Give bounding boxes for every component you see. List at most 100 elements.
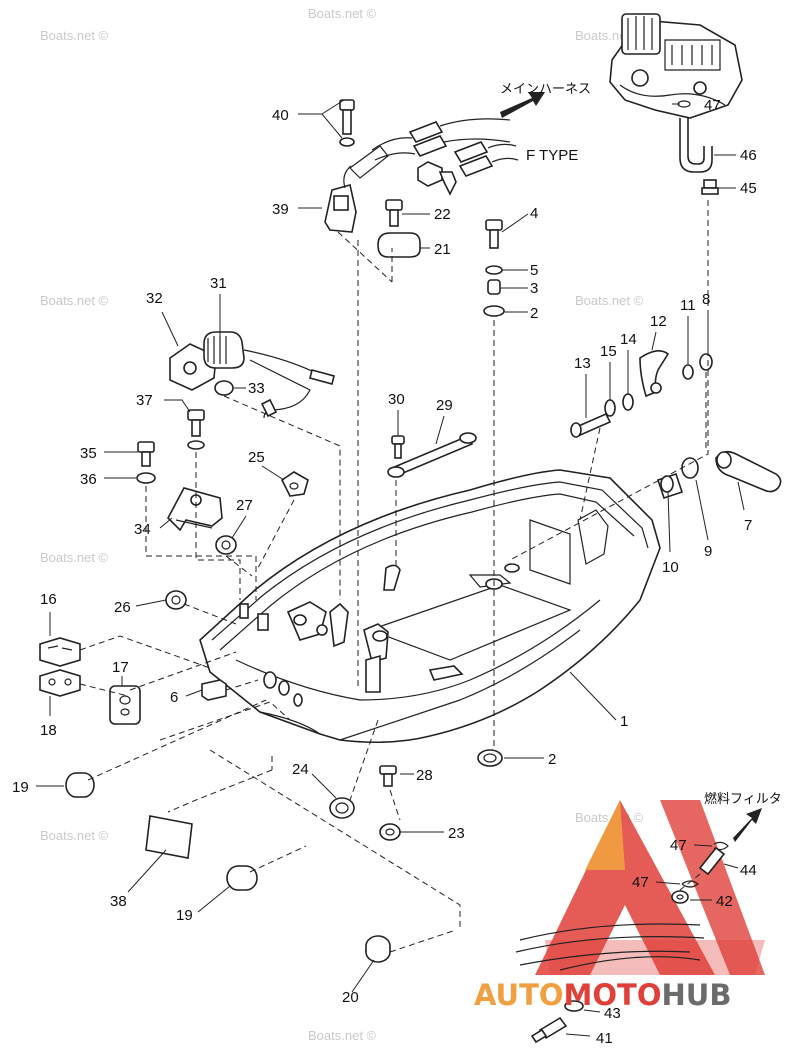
- callout-4: 4: [530, 205, 538, 222]
- arrow-main-harness: [500, 92, 545, 118]
- washer-9: [681, 457, 699, 479]
- callout-35: 35: [80, 445, 97, 462]
- washer-5: [485, 265, 503, 275]
- callout-33: 33: [248, 380, 265, 397]
- fitting-41: [530, 1016, 568, 1044]
- callout-14: 14: [620, 331, 637, 348]
- callout-29: 29: [436, 397, 453, 414]
- switch-31: [203, 331, 335, 419]
- callout-15: 15: [600, 343, 617, 360]
- callout-16: 16: [40, 591, 57, 608]
- bracket-34: [167, 487, 223, 532]
- callout-17: 17: [112, 659, 129, 676]
- callout-19-b: 19: [176, 907, 193, 924]
- screw-13: [570, 412, 612, 438]
- washer-36: [136, 472, 156, 484]
- seal-16: [39, 637, 81, 667]
- plug-19-a: [65, 772, 95, 798]
- brand-part-hub: HUB: [662, 978, 732, 1012]
- callout-26: 26: [114, 599, 131, 616]
- bolt-22: [385, 199, 403, 227]
- plate-17: [109, 685, 141, 725]
- callout-23: 23: [448, 825, 465, 842]
- grommet-2-upper: [483, 305, 505, 317]
- dashed-lines: [79, 200, 709, 953]
- washer-15: [604, 399, 616, 417]
- collar-10: [656, 472, 684, 500]
- watermark: Boats.net ©: [308, 1028, 377, 1043]
- callout-19-a: 19: [12, 779, 29, 796]
- collar-3: [487, 279, 501, 295]
- lever-7: [715, 450, 782, 493]
- watermark: Boats.net ©: [40, 550, 109, 565]
- watermark: Boats.net ©: [40, 293, 109, 308]
- callout-6: 6: [170, 689, 178, 706]
- callout-43: 43: [604, 1005, 621, 1022]
- grommet-27: [215, 535, 237, 555]
- joint-44: [698, 846, 726, 876]
- callout-34: 34: [134, 521, 151, 538]
- leader-lines: [36, 99, 745, 1037]
- grommet-26: [165, 590, 187, 610]
- link-29: [387, 432, 477, 478]
- callout-24: 24: [292, 761, 309, 778]
- callout-2-upper: 2: [530, 305, 538, 322]
- automotohub-logo-text: AUTOMOTOHUB: [474, 978, 731, 1012]
- block-6: [201, 679, 227, 701]
- callout-27: 27: [236, 497, 253, 514]
- label-38: [145, 815, 193, 859]
- callout-40: 40: [272, 107, 289, 124]
- washer-14: [622, 393, 634, 411]
- grommet-33: [214, 380, 234, 396]
- grommet-24: [329, 797, 355, 819]
- callout-11: 11: [680, 297, 696, 314]
- callout-38: 38: [110, 893, 127, 910]
- lower-cowling-1: [199, 469, 661, 744]
- bolt-40: [339, 99, 355, 147]
- callout-8: 8: [702, 291, 710, 308]
- cowling-edge-detail: [515, 923, 705, 971]
- lever-12: [639, 350, 670, 398]
- callout-12: 12: [650, 313, 667, 330]
- fuel-hose-46: [679, 118, 713, 173]
- callout-2-lower: 2: [548, 751, 556, 768]
- brand-part-auto: AUTO: [474, 978, 564, 1012]
- callout-45: 45: [740, 180, 757, 197]
- callout-32: 32: [146, 290, 163, 307]
- grommet-23: [379, 823, 401, 841]
- bushing-8: [699, 353, 713, 371]
- callout-22: 22: [434, 206, 451, 223]
- watermark: Boats.net ©: [308, 6, 377, 21]
- engine-unit: [609, 13, 743, 119]
- callout-39: 39: [272, 201, 289, 218]
- plug-20: [365, 935, 391, 963]
- brand-part-moto: MOTO: [564, 978, 662, 1012]
- callout-5: 5: [530, 262, 538, 279]
- washer-43: [564, 1000, 584, 1012]
- plug-19-b: [226, 865, 258, 891]
- callout-47-c: 47: [632, 874, 649, 891]
- fitting-45: [701, 179, 719, 195]
- callout-31: 31: [210, 275, 227, 292]
- callout-13: 13: [574, 355, 591, 372]
- bolt-35: [137, 441, 155, 467]
- callout-25: 25: [248, 449, 265, 466]
- watermark: Boats.net ©: [40, 28, 109, 43]
- f-type-note: F TYPE: [526, 147, 578, 164]
- bolt-4: [485, 219, 503, 249]
- clamp-25: [280, 471, 309, 497]
- callout-28: 28: [416, 767, 433, 784]
- callout-labels: 40 47 46 45 39 22 21 4 5 3 2 31 32 33 13…: [12, 97, 757, 1047]
- callout-46: 46: [740, 147, 757, 164]
- bolt-37: [187, 409, 205, 450]
- callout-20: 20: [342, 989, 359, 1006]
- bracket-39: [324, 165, 357, 233]
- callout-36: 36: [80, 471, 97, 488]
- cap-21: [377, 232, 421, 258]
- callout-41: 41: [596, 1030, 613, 1047]
- seal-18: [39, 669, 81, 697]
- callout-42: 42: [716, 893, 733, 910]
- washer-11: [682, 364, 694, 380]
- callout-21: 21: [434, 241, 451, 258]
- callout-44: 44: [740, 862, 757, 879]
